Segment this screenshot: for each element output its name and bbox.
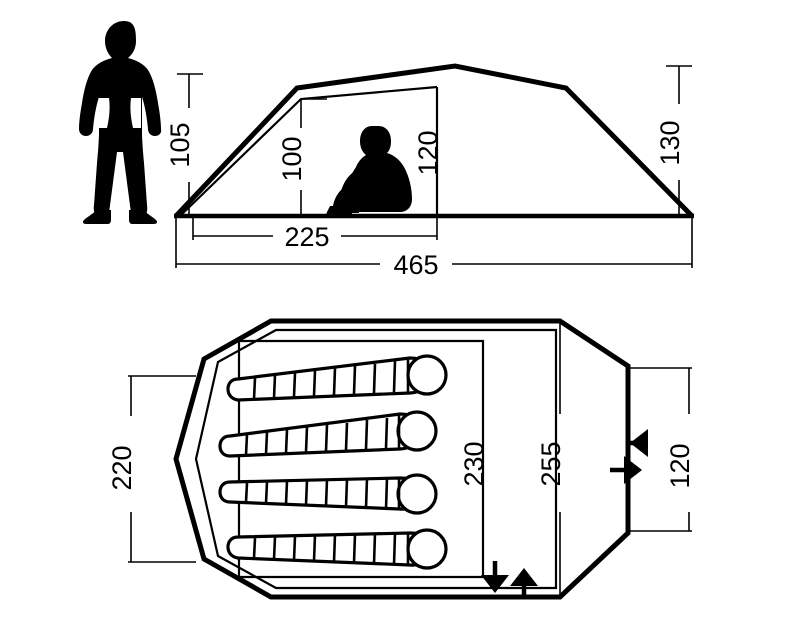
sitting-person-silhouette xyxy=(326,126,412,216)
dimension-100: 100 xyxy=(277,98,327,216)
dimension-220-label: 220 xyxy=(107,445,137,490)
dimension-255: 255 xyxy=(536,321,566,597)
arrow-pair-bottom xyxy=(481,561,538,597)
inner-tent-footprint xyxy=(194,328,558,590)
dimension-225: 225 xyxy=(192,218,438,252)
sleeping-bag-1 xyxy=(226,354,448,402)
sleeping-bag-2 xyxy=(218,410,438,458)
dimension-230: 230 xyxy=(441,340,489,578)
dimension-120-plan: 120 xyxy=(628,367,695,532)
dimension-100-label: 100 xyxy=(277,136,307,181)
side-elevation-group: 105 100 120 130 xyxy=(79,21,694,280)
dimension-230-label: 230 xyxy=(459,441,489,486)
arrow-up-icon xyxy=(510,568,538,597)
dimension-105: 105 xyxy=(165,73,203,217)
dimension-120-side: 120 xyxy=(413,87,443,216)
dimension-130-label: 130 xyxy=(655,120,685,165)
sleeping-bag-3 xyxy=(218,473,438,515)
arrow-down-icon xyxy=(481,561,509,593)
dimension-120-plan-label: 120 xyxy=(665,443,695,488)
dimension-225-label: 225 xyxy=(284,222,329,252)
sleeping-bag-4 xyxy=(226,528,448,570)
arrow-left-icon xyxy=(628,429,648,457)
tent-fly-profile xyxy=(174,63,694,218)
floor-plan-group: 220 230 255 120 xyxy=(107,318,695,600)
dimension-130: 130 xyxy=(655,65,692,217)
dimension-120-side-label: 120 xyxy=(413,130,443,175)
standing-person-silhouette xyxy=(79,21,162,224)
dimension-105-label: 105 xyxy=(165,122,195,167)
dimension-465: 465 xyxy=(175,218,693,280)
dimension-255-label: 255 xyxy=(536,441,566,486)
tent-footprint-outline xyxy=(173,318,631,600)
arrow-right-icon xyxy=(610,456,642,484)
arrow-pair-right xyxy=(610,429,648,484)
dimension-465-label: 465 xyxy=(393,250,438,280)
dimension-220: 220 xyxy=(107,375,196,563)
